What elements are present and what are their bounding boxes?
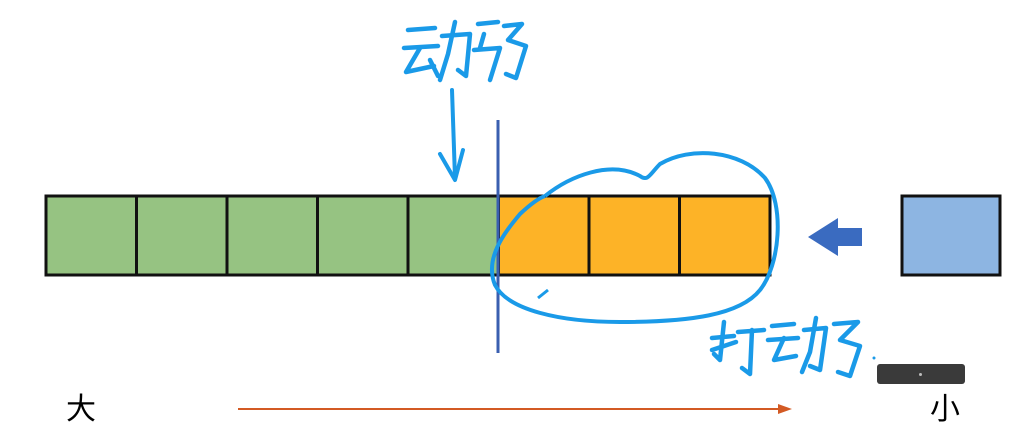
- label-small: 小: [930, 392, 960, 427]
- green-block: [225, 194, 319, 277]
- green-block: [406, 194, 500, 277]
- green-block: [316, 194, 410, 277]
- push-left-arrow: [808, 218, 862, 256]
- handwritten-bottom-note: [709, 315, 876, 379]
- orange-block: [678, 194, 772, 277]
- orange-block: [497, 194, 591, 277]
- video-overlay-pill: [877, 364, 965, 384]
- overlay-dot-icon: [919, 373, 922, 376]
- green-block-row: [44, 194, 500, 277]
- direction-arrow-head: [778, 404, 792, 414]
- orange-block: [587, 194, 681, 277]
- down-arrow-annotation: [438, 88, 465, 182]
- orange-block-row: [497, 194, 772, 277]
- handwritten-top-note: [401, 19, 529, 83]
- green-block: [135, 194, 229, 277]
- incoming-block: [900, 194, 1002, 277]
- label-big: 大: [66, 392, 96, 427]
- green-block: [44, 194, 138, 277]
- circle-tick-annotation: [537, 288, 549, 300]
- circled-orange-annotation: [489, 151, 780, 325]
